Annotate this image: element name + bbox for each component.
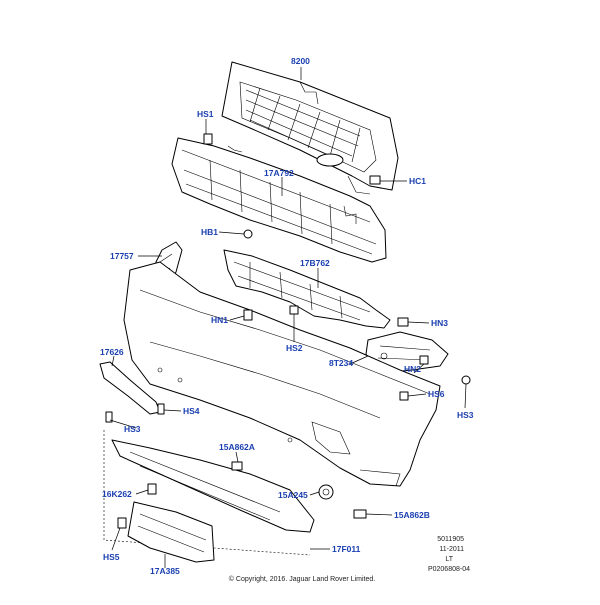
label-17a385[interactable]: 17A385 bbox=[150, 566, 180, 576]
reference-block: 5011905 11-2011 LT P0206808-04 © Copyrig… bbox=[229, 536, 470, 583]
label-hn3[interactable]: HN3 bbox=[431, 318, 448, 328]
label-hs5[interactable]: HS5 bbox=[103, 552, 120, 562]
label-hn1[interactable]: HN1 bbox=[211, 315, 228, 325]
ref-lt: LT bbox=[445, 556, 453, 563]
beam-17a792 bbox=[171, 137, 387, 263]
label-8t234[interactable]: 8T234 bbox=[329, 358, 353, 368]
label-17b762[interactable]: 17B762 bbox=[300, 258, 330, 268]
part-labels: 8200 HS1 17A792 HC1 HB1 17757 17B762 HN1… bbox=[100, 56, 474, 576]
copyright: © Copyright, 2016. Jaguar Land Rover Lim… bbox=[229, 575, 375, 583]
label-hs2[interactable]: HS2 bbox=[286, 343, 303, 353]
ref-date: 11-2011 bbox=[439, 546, 464, 553]
shield-17f011 bbox=[103, 430, 315, 556]
label-hs3-right[interactable]: HS3 bbox=[457, 410, 474, 420]
label-hs3-left[interactable]: HS3 bbox=[124, 424, 141, 434]
grille-17a385 bbox=[127, 501, 215, 563]
label-17757[interactable]: 17757 bbox=[110, 251, 134, 261]
label-17626[interactable]: 17626 bbox=[100, 347, 124, 357]
fixings bbox=[105, 133, 471, 529]
label-hs1[interactable]: HS1 bbox=[197, 109, 214, 119]
absorber-17b762 bbox=[223, 249, 391, 329]
ref-code: 5011905 bbox=[437, 536, 464, 543]
label-hs4[interactable]: HS4 bbox=[183, 406, 200, 416]
leader-lines bbox=[109, 67, 467, 568]
ref-drawing: P0206808-04 bbox=[428, 566, 470, 573]
label-hn2[interactable]: HN2 bbox=[404, 364, 421, 374]
label-15a862a[interactable]: 15A862A bbox=[219, 442, 255, 452]
grille-8200 bbox=[221, 61, 399, 195]
label-hc1[interactable]: HC1 bbox=[409, 176, 426, 186]
label-16k262[interactable]: 16K262 bbox=[102, 489, 132, 499]
label-17a792[interactable]: 17A792 bbox=[264, 168, 294, 178]
label-15a245[interactable]: 15A245 bbox=[278, 490, 308, 500]
bumper-cover bbox=[123, 261, 441, 487]
label-hb1[interactable]: HB1 bbox=[201, 227, 218, 237]
label-15a862b[interactable]: 15A862B bbox=[394, 510, 430, 520]
label-8200[interactable]: 8200 bbox=[291, 56, 310, 66]
label-hs6[interactable]: HS6 bbox=[428, 389, 445, 399]
label-17f011[interactable]: 17F011 bbox=[332, 544, 361, 554]
